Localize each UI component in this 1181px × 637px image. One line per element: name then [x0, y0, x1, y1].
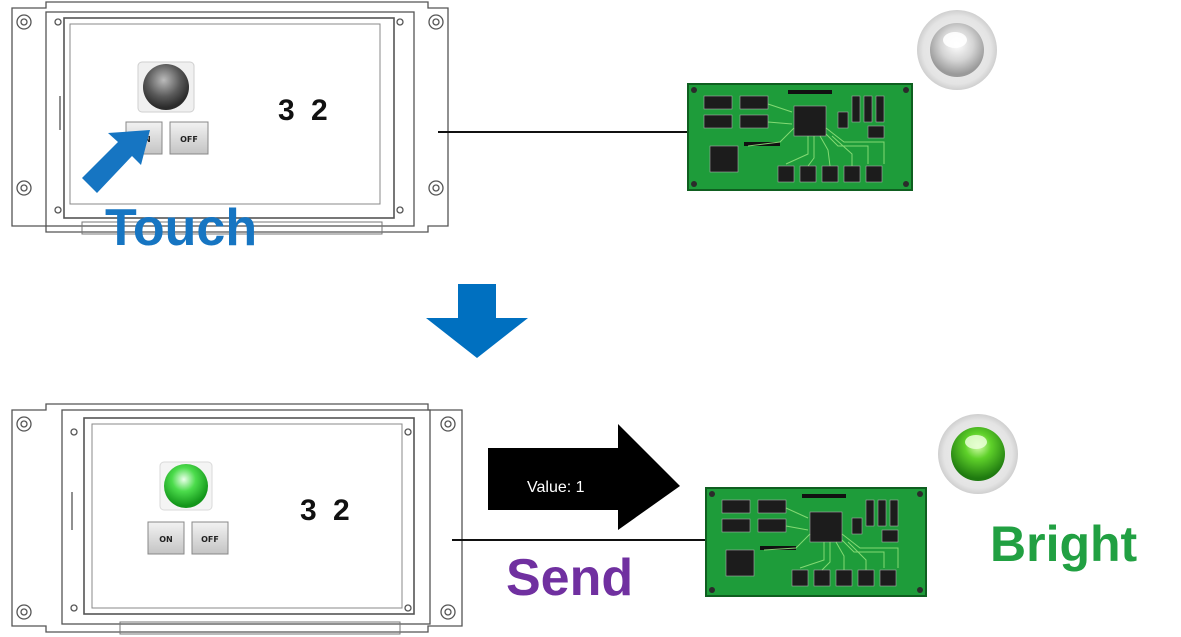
bottom-off-button[interactable]: OFF [191, 521, 229, 555]
svg-text:OFF: OFF [201, 535, 219, 544]
value-arrow-label: Value: 1 [527, 479, 585, 496]
bottom-lamp-on-icon [938, 414, 1018, 494]
touch-label: Touch [105, 199, 258, 257]
top-off-button[interactable]: OFF [169, 121, 209, 155]
down-arrow-icon [426, 284, 528, 358]
value-send-arrow-icon [488, 424, 680, 530]
bottom-circuit-board-icon [705, 487, 927, 597]
bottom-touch-panel [11, 403, 463, 635]
top-value-display: 3 2 [278, 94, 332, 127]
svg-text:ON: ON [159, 535, 173, 544]
top-circuit-board-icon [687, 83, 913, 191]
bottom-value-display: 3 2 [300, 494, 354, 527]
touch-pointer-arrow-icon [82, 130, 150, 193]
svg-text:OFF: OFF [180, 135, 198, 144]
top-touch-panel [11, 1, 449, 235]
bottom-indicator-lamp-icon [164, 464, 208, 508]
bottom-on-button[interactable]: ON [147, 521, 185, 555]
bright-label: Bright [990, 516, 1138, 572]
top-lamp-off-icon [917, 10, 997, 90]
top-indicator-lamp-icon [143, 64, 189, 110]
send-label: Send [506, 549, 634, 607]
